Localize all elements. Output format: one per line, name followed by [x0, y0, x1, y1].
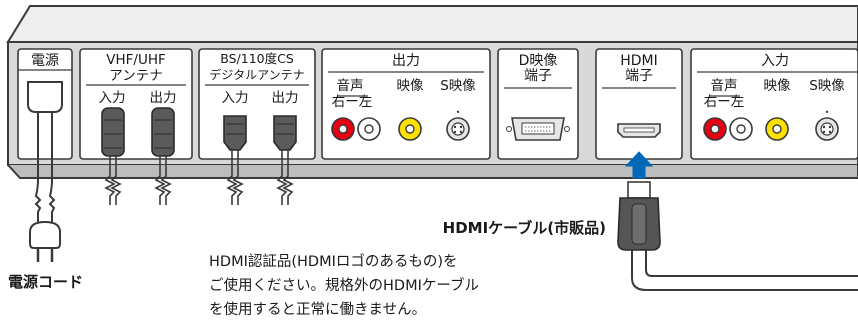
input-audio-label: 音声 [711, 77, 738, 94]
hdmi-note-line-1: HDMI認証品(HDMIロゴのあるもの)を [209, 252, 458, 270]
section-bs-cs: BS/110度CS デジタルアンテナ 入力 出力 [198, 48, 316, 160]
bs-title: BS/110度CS [220, 51, 294, 66]
output-audio-label: 音声 [337, 77, 364, 94]
bs-out-cable [273, 115, 297, 205]
ac-inlet-icon [27, 81, 63, 113]
vhf-port-in-label: 入力 [99, 90, 126, 106]
hdmi-cable [617, 181, 858, 291]
section-input: 入力 音声 映像 S映像 右ー左 • [690, 48, 858, 160]
output-svideo-label: S映像 [440, 78, 476, 94]
power-title: 電源 [31, 53, 59, 69]
hdmi-title: HDMI [620, 53, 658, 69]
vhf-subtitle: アンテナ [109, 68, 162, 84]
bs-port-in-label: 入力 [222, 90, 249, 106]
hdmi-note-line-2: ご使用ください。規格外のHDMIケーブル [209, 276, 479, 294]
svg-text:•: • [456, 108, 461, 117]
d-subtitle: 端子 [524, 68, 552, 84]
input-video-label: 映像 [764, 78, 792, 94]
bs-subtitle: デジタルアンテナ [209, 67, 304, 82]
vhf-title: VHF/UHF [106, 52, 166, 68]
section-output: 出力 音声 映像 S映像 右ー左 • [321, 48, 491, 160]
device-bottom-lip [7, 164, 858, 179]
section-d-video: D映像 端子 [497, 48, 579, 160]
power-cord [29, 112, 61, 262]
output-title: 出力 [392, 53, 420, 69]
input-svideo-label: S映像 [809, 78, 845, 94]
vhf-in-cable [101, 107, 125, 205]
device-top-surface [6, 5, 858, 43]
svg-text:•: • [825, 108, 830, 117]
power-plug-icon [29, 220, 61, 249]
section-hdmi: HDMI 端子 [595, 48, 683, 160]
hdmi-insert-arrow-icon [624, 151, 654, 179]
bs-port-out-label: 出力 [272, 90, 299, 106]
section-vhf-uhf: VHF/UHF アンテナ 入力 出力 [79, 48, 193, 160]
hdmi-subtitle: 端子 [625, 68, 653, 84]
vhf-out-cable [151, 107, 175, 205]
input-lr-label: 右ー左 [704, 94, 745, 110]
bs-in-cable [223, 115, 247, 205]
section-power: 電源 [17, 48, 73, 160]
input-title: 入力 [761, 53, 789, 69]
output-lr-label: 右ー左 [332, 94, 373, 110]
hdmi-note-line-3: を使用すると正常に働きません。 [209, 301, 426, 318]
vhf-port-out-label: 出力 [150, 90, 177, 106]
d-title: D映像 [519, 53, 558, 69]
output-video-label: 映像 [397, 78, 424, 94]
hdmi-cable-label: HDMIケーブル(市販品) [443, 219, 606, 237]
power-cord-label: 電源コード [8, 273, 83, 291]
